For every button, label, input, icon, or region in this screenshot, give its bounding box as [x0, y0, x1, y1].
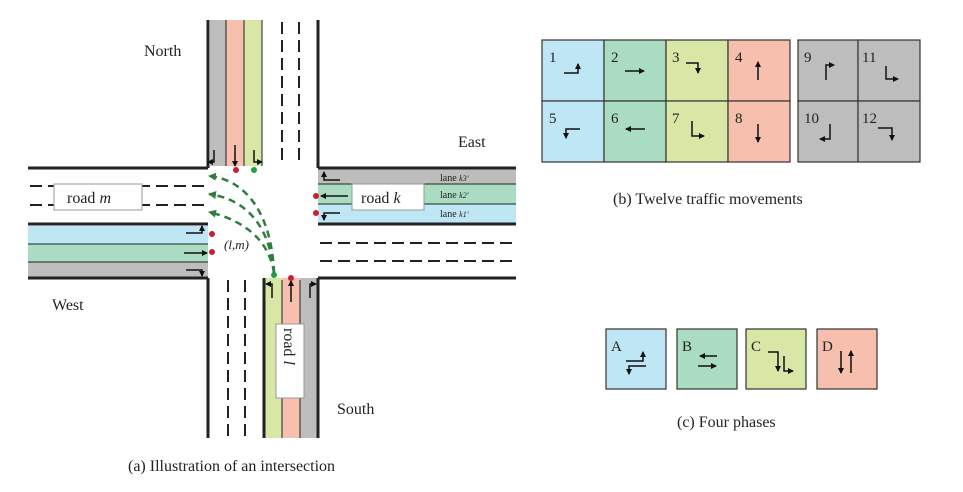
movement-number: 9	[804, 50, 812, 66]
movement-cell-4	[727, 39, 791, 102]
movement-number: 8	[735, 111, 743, 127]
movement-cell-6	[603, 100, 667, 163]
road-m-box	[53, 183, 143, 211]
road-m-label: road m	[67, 190, 111, 207]
left-turn-arrow-icon	[885, 66, 899, 82]
road-l-label: road l	[280, 328, 297, 365]
right-turn-arrow-icon	[878, 127, 895, 141]
phases-panel	[605, 328, 878, 390]
road-l-box	[275, 323, 305, 399]
phase-box-b	[676, 328, 738, 390]
west-label: West	[52, 297, 84, 314]
movement-cell-11	[857, 39, 921, 102]
movement-number: 10	[804, 111, 819, 127]
movement-cell-10	[797, 100, 859, 163]
caption-c: (c) Four phases	[677, 414, 776, 431]
right-turn-arrow-icon	[819, 124, 831, 142]
movement-cell-9	[797, 39, 859, 102]
turn-path-through	[208, 191, 276, 274]
movement-number: 7	[672, 111, 680, 127]
turn-path-right	[208, 209, 276, 274]
north-pink-lane	[226, 20, 244, 166]
movement-cell-5	[541, 100, 605, 163]
node-label: (l,m)	[224, 237, 249, 252]
movement-cell-8	[727, 100, 791, 163]
movement-cell-12	[857, 100, 921, 163]
phase-box-d	[816, 328, 878, 390]
west-green-lane	[28, 244, 208, 262]
phase-box-c	[745, 328, 807, 390]
movements-panel	[541, 39, 921, 163]
phase-letter: A	[611, 339, 622, 355]
north-label: North	[144, 43, 181, 60]
movement-number: 4	[735, 50, 743, 66]
lane-label-3: lane k3'	[440, 173, 469, 184]
movement-number: 5	[549, 111, 557, 127]
movement-cell-1	[541, 39, 605, 102]
right-turn-arrow-icon	[691, 121, 705, 139]
phase-box-a	[605, 328, 667, 390]
intersection-diagram	[28, 20, 516, 438]
left-turn-arrow-icon	[564, 63, 581, 74]
movement-number: 1	[549, 50, 557, 66]
phase-letter: B	[682, 339, 692, 355]
movement-number: 3	[672, 50, 680, 66]
movement-number: 6	[611, 111, 619, 127]
lane-label-2: lane k2'	[440, 190, 469, 201]
right-turn-arrow-icon	[825, 62, 835, 80]
east-label: East	[458, 134, 486, 151]
movement-cell-7	[665, 100, 729, 163]
east-gray-lane	[318, 168, 516, 184]
movement-number: 2	[611, 50, 619, 66]
left-turn-arrow-icon	[563, 128, 580, 139]
caption-b: (b) Twelve traffic movements	[613, 191, 803, 208]
lane-label-1: lane k1'	[440, 209, 469, 220]
north-yellow-lane	[244, 20, 262, 166]
movement-number: 12	[862, 111, 877, 127]
caption-a: (a) Illustration of an intersection	[128, 458, 335, 475]
road-k-box	[351, 183, 425, 211]
north-gray-lane	[210, 20, 226, 166]
movement-number: 11	[862, 50, 876, 66]
south-label: South	[337, 401, 374, 418]
right-turn-arrow-icon	[686, 62, 701, 74]
west-blue-lane	[28, 226, 208, 244]
phase-letter: C	[751, 339, 761, 355]
phase-letter: D	[822, 339, 833, 355]
west-gray-lane	[28, 262, 208, 278]
road-k-label: road k	[361, 190, 401, 207]
